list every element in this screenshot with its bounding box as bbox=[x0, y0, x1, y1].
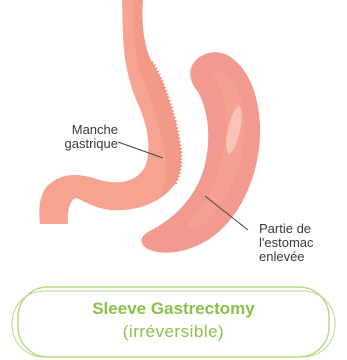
label-sleeve-line-2: gastrique bbox=[20, 137, 118, 151]
procedure-title: Sleeve Gastrectomy bbox=[0, 299, 347, 319]
label-removed-part: Partie de l'estomac enlevée bbox=[259, 222, 344, 264]
label-removed-line-3: enlevée bbox=[259, 250, 344, 264]
label-sleeve: Manche gastrique bbox=[20, 123, 118, 151]
label-removed-line-1: Partie de bbox=[259, 222, 344, 236]
label-removed-line-2: l'estomac bbox=[259, 236, 344, 250]
procedure-subtitle: (irréversible) bbox=[0, 322, 347, 342]
procedure-card: Sleeve Gastrectomy (irréversible) bbox=[0, 284, 347, 360]
sleeve-stomach bbox=[39, 0, 181, 224]
label-sleeve-line-1: Manche bbox=[20, 123, 118, 137]
